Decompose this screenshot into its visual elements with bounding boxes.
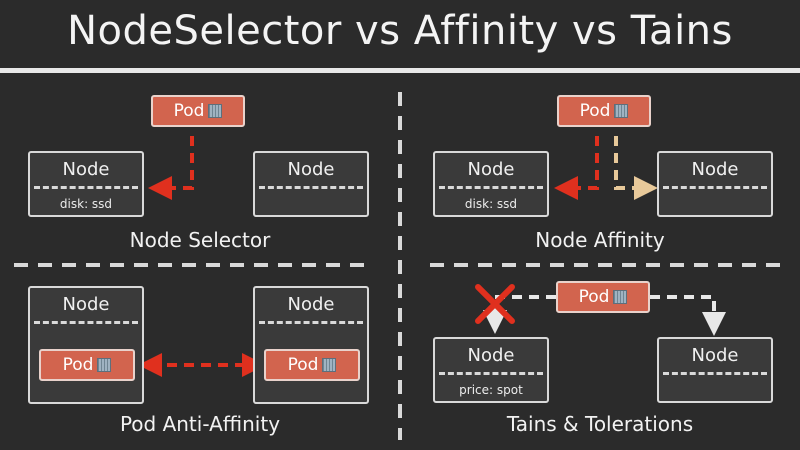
taints-caption: Tains & Tolerations — [506, 412, 694, 436]
tainted-node: Node price: spot — [433, 337, 549, 403]
pod-label: Pod — [578, 287, 610, 307]
node-label: Node — [691, 345, 739, 366]
node-label: Node — [62, 294, 110, 315]
node-affinity-preferred-node: Node — [657, 151, 773, 217]
node-affinity-pod: Pod — [557, 95, 651, 127]
node-selector-pod: Pod — [151, 95, 245, 127]
node-label: Node — [467, 345, 515, 366]
node-label: Node — [467, 159, 515, 180]
container-icon — [97, 358, 112, 372]
taints-pod: Pod — [556, 281, 650, 313]
node-separator — [439, 186, 543, 189]
anti-affinity-node-right: Node — [253, 286, 369, 404]
anti-affinity-pod-left: Pod — [39, 349, 135, 381]
node-label-tag: disk: ssd — [59, 197, 113, 211]
taint-repelled-arrow — [483, 295, 556, 334]
node-separator — [663, 372, 767, 375]
container-icon — [322, 358, 337, 372]
taint-block-icon — [475, 284, 515, 324]
node-affinity-required-node: Node disk: ssd — [433, 151, 549, 217]
anti-affinity-node-left: Node — [28, 286, 144, 404]
node-selector-target-node: Node disk: ssd — [28, 151, 144, 217]
node-separator — [34, 186, 138, 189]
node-separator — [439, 372, 543, 375]
pod-label: Pod — [62, 355, 94, 375]
anti-affinity-pod-right: Pod — [264, 349, 360, 381]
node-affinity-caption: Node Affinity — [535, 228, 665, 252]
node-selector-other-node: Node — [253, 151, 369, 217]
node-separator — [34, 321, 138, 324]
node-label: Node — [287, 294, 335, 315]
node-taint-tag: price: spot — [459, 383, 523, 397]
container-icon — [614, 104, 629, 118]
node-label-tag: disk: ssd — [464, 197, 518, 211]
affinity-required-arrow — [554, 136, 599, 200]
pod-label: Pod — [579, 101, 611, 121]
affinity-preferred-arrow — [614, 136, 658, 200]
node-selector-arrow — [148, 136, 194, 200]
node-separator — [259, 186, 363, 189]
anti-affinity-caption: Pod Anti-Affinity — [119, 412, 281, 436]
node-label: Node — [62, 159, 110, 180]
container-icon — [208, 104, 223, 118]
node-label: Node — [691, 159, 739, 180]
title-underline — [0, 68, 800, 73]
untainted-node: Node — [657, 337, 773, 403]
node-separator — [259, 321, 363, 324]
pod-label: Pod — [173, 101, 205, 121]
container-icon — [613, 290, 628, 304]
node-separator — [663, 186, 767, 189]
toleration-allowed-arrow — [650, 295, 726, 336]
node-selector-caption: Node Selector — [129, 228, 271, 252]
diagram-title: NodeSelector vs Affinity vs Tains — [67, 8, 733, 54]
node-label: Node — [287, 159, 335, 180]
pod-label: Pod — [287, 355, 319, 375]
